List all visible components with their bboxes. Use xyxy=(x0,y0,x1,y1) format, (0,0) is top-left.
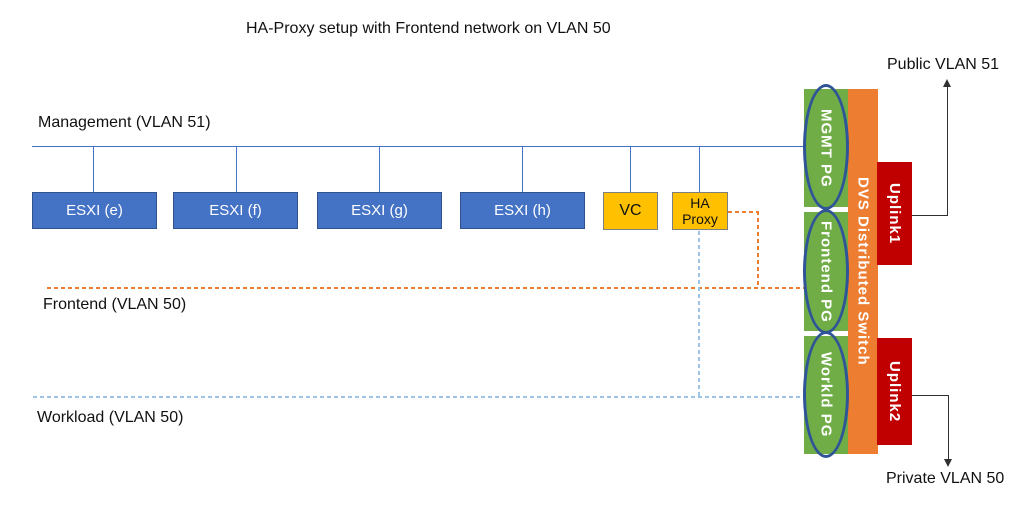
esxi-host-f: ESXI (f) xyxy=(173,192,298,229)
workld-pg-label: Workld PG xyxy=(817,352,835,438)
uplink2-arrow-horizontal xyxy=(912,395,949,397)
ha-proxy-frontend-link-horizontal xyxy=(728,211,758,213)
ha-proxy-node: HA Proxy xyxy=(672,192,728,230)
workld-pg-box: Workld PG xyxy=(804,336,848,454)
uplink2-arrow-vertical xyxy=(948,395,950,459)
connector-esxi-g xyxy=(379,147,381,192)
connector-esxi-f xyxy=(236,147,238,192)
frontend-network-label: Frontend (VLAN 50) xyxy=(43,296,187,313)
vc-node-label: VC xyxy=(619,202,642,219)
esxi-host-h: ESXI (h) xyxy=(460,192,585,229)
esxi-host-g: ESXI (g) xyxy=(317,192,442,229)
uplink1-label: Uplink1 xyxy=(886,182,903,245)
dvs-switch-bar: DVS Distributed Switch xyxy=(848,89,878,454)
uplink2-box: Uplink2 xyxy=(877,338,912,445)
ha-proxy-frontend-link-vertical xyxy=(757,211,759,288)
connector-ha-proxy xyxy=(699,147,701,192)
private-vlan-label: Private VLAN 50 xyxy=(886,470,1005,487)
workload-network-label: Workload (VLAN 50) xyxy=(37,409,184,426)
ha-proxy-label-line1: HA xyxy=(690,195,710,211)
workload-network-line xyxy=(33,396,804,398)
esxi-host-e: ESXI (e) xyxy=(32,192,157,229)
diagram-title: HA-Proxy setup with Frontend network on … xyxy=(246,20,611,37)
ha-proxy-label-line2: Proxy xyxy=(682,211,718,227)
frontend-pg-label: Frontend PG xyxy=(817,220,835,323)
vc-node: VC xyxy=(603,192,658,230)
private-vlan-arrowhead-icon xyxy=(944,459,952,467)
esxi-host-f-label: ESXI (f) xyxy=(209,202,262,219)
management-network-line xyxy=(32,146,804,148)
management-network-label: Management (VLAN 51) xyxy=(38,114,211,131)
mgmt-pg-box: MGMT PG xyxy=(804,89,848,207)
esxi-host-e-label: ESXI (e) xyxy=(66,202,123,219)
frontend-pg-box: Frontend PG xyxy=(804,212,848,331)
connector-esxi-h xyxy=(522,147,524,192)
public-vlan-label: Public VLAN 51 xyxy=(887,56,1000,73)
frontend-network-line xyxy=(47,287,804,289)
uplink1-arrow-horizontal xyxy=(912,215,948,217)
uplink1-box: Uplink1 xyxy=(877,162,912,265)
connector-vc xyxy=(630,147,632,192)
dvs-switch-label: DVS Distributed Switch xyxy=(854,177,872,366)
ha-proxy-workload-link-vertical xyxy=(698,231,700,396)
esxi-host-g-label: ESXI (g) xyxy=(351,202,408,219)
connector-esxi-e xyxy=(93,147,95,192)
mgmt-pg-label: MGMT PG xyxy=(817,108,835,188)
public-vlan-arrowhead-icon xyxy=(943,79,951,87)
uplink2-label: Uplink2 xyxy=(886,360,903,423)
esxi-host-h-label: ESXI (h) xyxy=(494,202,551,219)
uplink1-arrow-vertical xyxy=(947,86,949,216)
